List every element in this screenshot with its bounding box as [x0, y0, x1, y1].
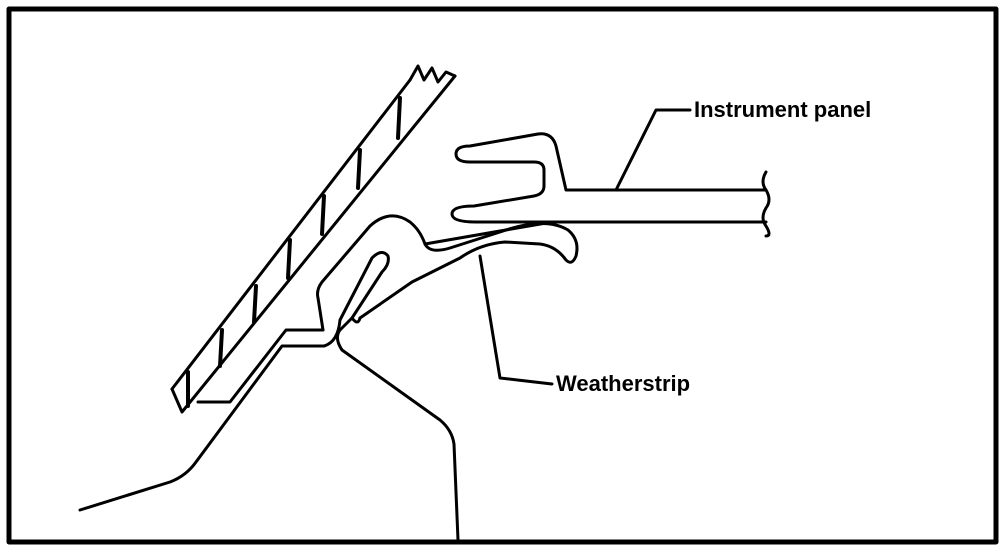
figure-border	[6, 6, 999, 545]
leader-line-instrument-panel	[614, 108, 692, 192]
leader-line-weatherstrip	[478, 254, 554, 386]
body-panel	[78, 328, 326, 512]
instrument-panel-label: Instrument panel	[694, 97, 872, 122]
weatherstrip-seal	[316, 214, 579, 348]
weatherstrip-label: Weatherstrip	[556, 371, 691, 396]
instrument-panel	[423, 132, 771, 246]
glass-hatching	[186, 96, 402, 408]
inner-body-panel	[335, 316, 460, 542]
windshield-glass	[170, 64, 457, 414]
